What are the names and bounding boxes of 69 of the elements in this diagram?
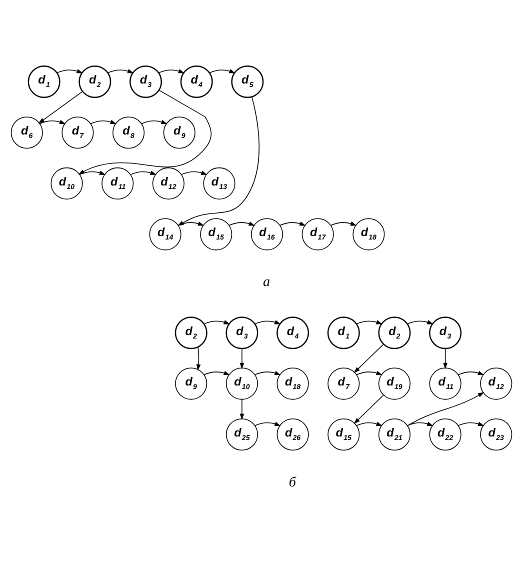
node-circle: d$_{15}$ [200,218,232,250]
arrow [406,422,434,426]
arrow [458,370,484,376]
arrow [209,69,236,74]
node-circle: d$_{3}$ [129,66,162,98]
node-circle: d$_{19}$ [378,368,410,400]
arrow [56,69,83,74]
arrow [458,422,484,426]
arrow [228,222,256,226]
node-circle: d$_{2}$ [78,66,112,98]
node-circle: d$_{11}$ [102,167,134,200]
arrow [443,348,448,370]
node-circle: d$_{10}$ [50,167,83,200]
arrow [254,370,281,376]
node-circle: d$_{10}$ [226,368,258,400]
arrow [240,348,244,370]
node-circle: d$_{18}$ [276,368,309,400]
node-circle: d$_{11}$ [429,368,462,400]
node-circle: d$_{3}$ [429,316,462,350]
node-circle: d$_{22}$ [429,418,462,451]
node-circle: d$_{26}$ [276,418,309,451]
label: а [263,274,270,290]
arrow [204,320,230,324]
node-circle: d$_{8}$ [112,116,145,149]
node-circle: d$_{2}$ [174,316,208,350]
arrow [107,69,134,74]
arrow [180,170,208,175]
arrow [90,120,117,124]
node-circle: d$_{4}$ [276,316,310,350]
node-circle: d$_{14}$ [149,218,182,250]
arrow [407,392,484,426]
arrow [130,170,156,175]
arrow [38,91,83,124]
node-circle: d$_{6}$ [10,116,43,149]
node-circle: d$_{9}$ [163,116,196,149]
arrow [356,370,383,376]
node-circle: d$_{5}$ [231,66,264,98]
arrow [354,344,384,374]
node-circle: d$_{17}$ [302,218,334,250]
node-circle: d$_{23}$ [480,418,512,451]
node-circle: d$_{3}$ [226,316,258,350]
arrow [240,399,244,420]
node-circle: d$_{1}$ [28,66,60,98]
arrow [330,222,357,226]
node-circle: d$_{18}$ [352,218,385,250]
arrow [354,394,384,424]
arrow [158,69,185,74]
node-circle: d$_{13}$ [203,167,236,200]
arrow [254,422,281,426]
node-circle: d$_{1}$ [327,316,360,350]
node-circle: d$_{21}$ [378,418,410,451]
node-circle: d$_{7}$ [62,116,94,149]
arrow [356,422,383,426]
arrow [196,346,201,371]
arrow [204,370,230,376]
node-circle: d$_{12}$ [480,368,512,400]
label: б [288,474,296,490]
arrow [141,120,168,124]
arrow [356,320,383,324]
arrow [406,320,434,324]
node-circle: d$_{4}$ [180,66,213,98]
arrow [280,222,306,226]
node-circle: d$_{12}$ [152,167,184,200]
node-circle: d$_{9}$ [175,368,208,400]
node-circle: d$_{16}$ [250,218,283,250]
arrow [39,120,66,124]
arrow [254,320,281,324]
node-circle: d$_{2}$ [378,316,411,350]
node-circle: d$_{25}$ [226,418,258,451]
